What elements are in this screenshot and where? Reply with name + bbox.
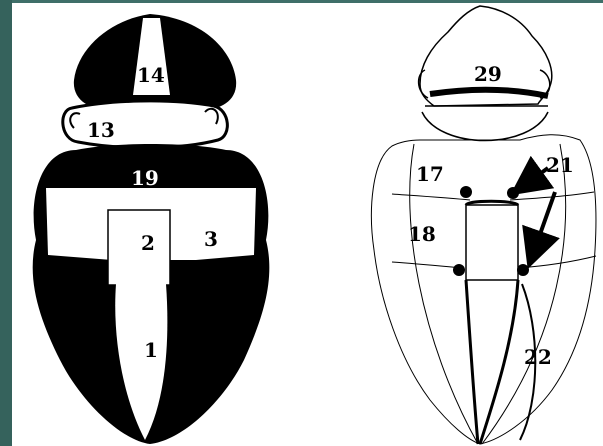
label-3: 3 (204, 227, 218, 251)
right-dot-2 (507, 187, 519, 199)
label-29: 29 (474, 62, 502, 86)
label-13: 13 (87, 118, 115, 142)
label-18: 18 (408, 222, 436, 246)
right-dot-3 (453, 264, 465, 276)
right-pronotum (422, 112, 548, 141)
label-2: 2 (141, 231, 155, 255)
right-dot-1 (460, 186, 472, 198)
label-14: 14 (137, 63, 165, 87)
left-scutellum (108, 210, 170, 285)
label-21: 21 (546, 153, 574, 177)
label-17: 17 (416, 162, 444, 186)
right-head-band (430, 90, 548, 96)
right-scutellum (466, 205, 518, 280)
right-dot-4 (517, 264, 529, 276)
label-19: 19 (131, 166, 159, 190)
arrow-21-b (533, 192, 555, 254)
right-body-outline (371, 135, 595, 444)
label-1: 1 (144, 338, 158, 362)
arrow-21-a (523, 168, 548, 186)
label-22: 22 (524, 345, 552, 369)
